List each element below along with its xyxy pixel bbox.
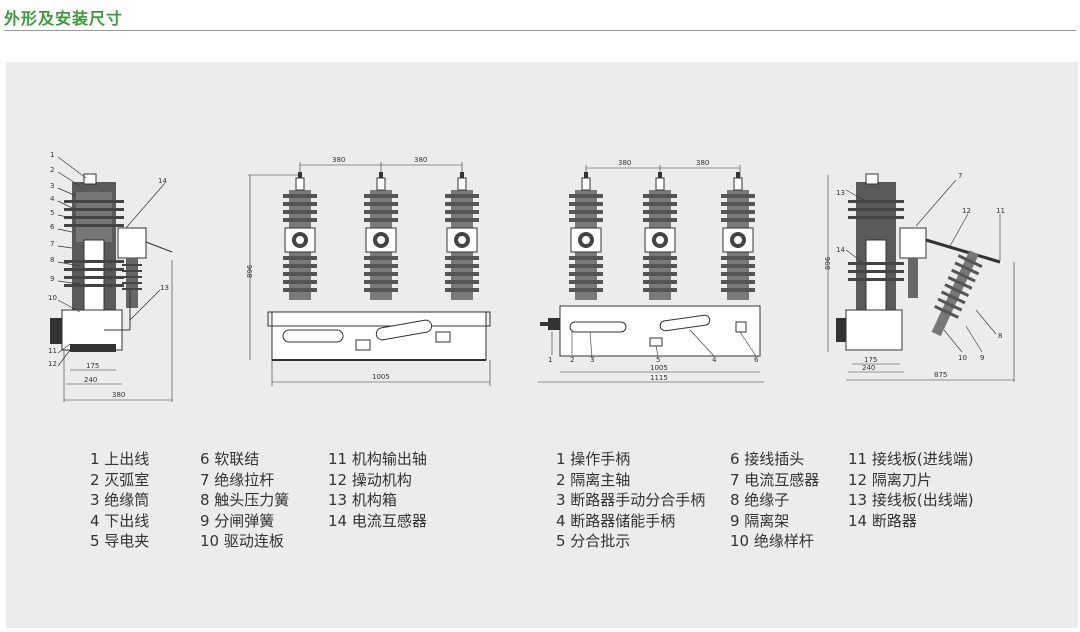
part-number: 5 [50,209,54,217]
dimension-label: 380 [618,159,631,167]
part-number: 10 [958,354,967,362]
legend-item: 10 绝缘样杆 [730,532,814,550]
legend-item: 3 绝缘筒 [90,491,150,509]
part-number: 11 [996,207,1005,215]
legend-left-col3: 11 机构输出轴 12 操动机构 13 机构箱 14 电流互感器 [328,449,427,531]
legend-item: 12 隔离刀片 [848,470,932,489]
part-number: 12 [48,360,57,368]
current-transformer [117,227,147,259]
part-number: 13 [160,284,169,292]
legend-item: 1 操作手柄 [556,450,631,468]
legend-item: 2 隔离主轴 [556,470,631,489]
part-number: 2 [50,166,54,174]
legend-left-col2: 6 软联结 7 绝缘拉杆 8 触头压力簧 9 分闸弹簧 10 驱动连板 [200,449,289,552]
dimension-label: 380 [696,159,709,167]
dimension-label: 1005 [650,364,668,372]
legend-item: 5 分合批示 [556,532,631,550]
part-number: 8 [50,256,54,264]
part-number: 7 [50,240,54,248]
dimension-label: 380 [112,391,125,399]
part-number: 4 [712,356,717,364]
part-number: 9 [980,354,984,362]
legend-item: 6 软联结 [200,450,260,468]
part-number: 6 [50,223,55,231]
dimension-label: 240 [862,364,875,372]
legend-item: 10 驱动连板 [200,532,284,550]
legend-item: 3 断路器手动分合手柄 [556,491,706,509]
part-number: 14 [836,246,845,254]
part-number: 2 [570,356,574,364]
legend-item: 7 电流互感器 [730,470,820,489]
legend-item: 13 机构箱 [328,491,397,509]
legend-item: 8 触头压力簧 [200,491,290,509]
dimension-label: 175 [864,356,877,364]
legend-item: 2 灭弧室 [90,470,150,489]
legend-right-col3: 11 接线板(进线端) 12 隔离刀片 13 接线板(出线端) 14 断路器 [848,449,974,531]
legend-item: 4 断路器储能手柄 [556,511,676,530]
legend-item: 13 接线板(出线端) [848,491,974,509]
legend-item: 12 操动机构 [328,470,412,489]
header: 外形及安装尺寸 [0,0,1080,40]
legend-item: 9 分闸弹簧 [200,511,275,530]
part-number: 10 [48,294,57,302]
legend-item: 14 断路器 [848,511,917,530]
dimension-label: 875 [934,371,947,379]
dimension-label: 1115 [650,374,668,382]
dimension-label: 1005 [372,373,390,381]
legend-right-col2: 6 接线插头 7 电流互感器 8 绝缘子 9 隔离架 10 绝缘样杆 [730,449,819,552]
current-transformer [899,227,927,259]
part-number: 14 [158,177,167,185]
part-number: 6 [754,356,759,364]
title-divider [4,30,1076,31]
legend-item: 5 导电夹 [90,532,150,550]
dimension-label: 896 [824,256,832,270]
dimension-label: 380 [414,156,427,164]
part-number: 1 [50,151,54,159]
dimension-label: 380 [332,156,345,164]
legend-item: 6 接线插头 [730,450,805,468]
legend-item: 1 上出线 [90,450,150,468]
diagram-side-view-right: 896 175 240 875 13 14 7 12 11 8 10 9 [824,172,1015,382]
operating-handle [548,318,560,330]
isolator-insulator [931,250,979,337]
part-number: 4 [50,195,55,203]
diagram-front-view-with-isolator: 380 380 1005 1115 1 2 3 5 4 6 [538,159,764,383]
part-number: 7 [958,172,962,180]
dimension-label: 175 [86,362,99,370]
part-number: 3 [590,356,594,364]
part-number: 5 [656,356,660,364]
legend-item: 7 绝缘拉杆 [200,470,275,489]
part-number: 1 [548,356,552,364]
legend-item: 8 绝缘子 [730,491,790,509]
part-number: 8 [998,332,1002,340]
legend-item: 9 隔离架 [730,511,790,530]
dimension-label: 896 [246,264,254,278]
part-number: 3 [50,182,54,190]
page-title: 外形及安装尺寸 [4,9,124,28]
diagram-side-view-left: 1 2 3 4 5 6 7 8 9 10 11 12 13 14 175 240… [48,151,173,402]
part-number: 11 [48,347,57,355]
part-number: 13 [836,189,845,197]
legend-item: 11 接线板(进线端) [848,450,974,468]
isolator-blade [925,238,1001,264]
part-number: 9 [50,275,54,283]
legend-left-col1: 1 上出线 2 灭弧室 3 绝缘筒 4 下出线 5 导电夹 [90,449,149,552]
part-number: 12 [962,207,971,215]
diagram-front-view: 380 380 896 1005 [246,156,491,386]
legend-right-col1: 1 操作手柄 2 隔离主轴 3 断路器手动分合手柄 4 断路器储能手柄 5 分合… [556,449,705,552]
dimension-label: 240 [84,376,97,384]
legend-item: 14 电流互感器 [328,511,427,530]
legend-item: 11 机构输出轴 [328,450,427,468]
legend-item: 4 下出线 [90,511,150,530]
